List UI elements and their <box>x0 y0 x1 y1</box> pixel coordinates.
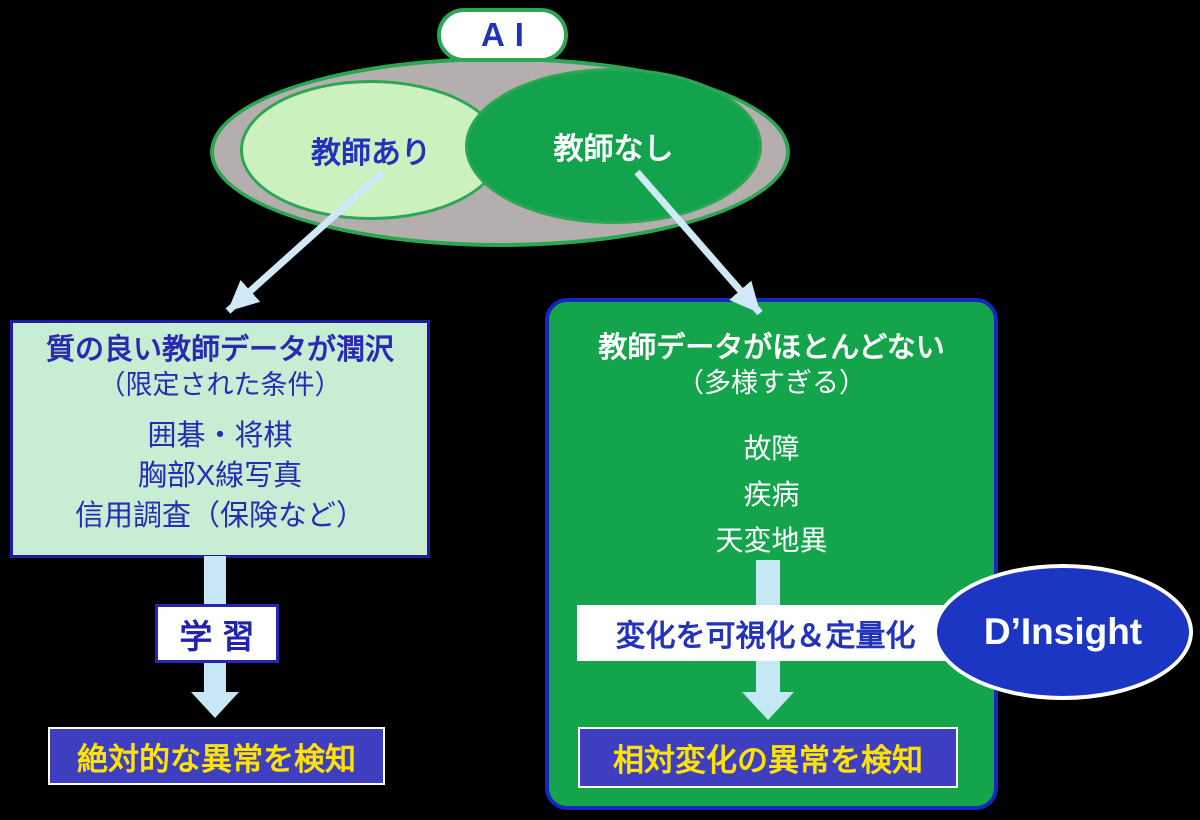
supervised-result-label: 絶対的な異常を検知 <box>77 741 356 777</box>
learning-arrow-head-icon <box>191 692 239 718</box>
learning-process-label: 学 習 <box>179 617 255 655</box>
learning-process-box: 学 習 <box>155 604 279 663</box>
dinsight-product-ellipse: D’Insight <box>933 564 1193 700</box>
quantify-process-label: 変化を可視化＆定量化 <box>615 620 916 653</box>
supervised-example-item: 胸部X線写真 <box>137 460 303 492</box>
unsupervised-panel-subtitle: （多様すぎる） <box>677 368 866 398</box>
quantify-process-box: 変化を可視化＆定量化 <box>577 605 954 661</box>
unsupervised-example-item: 天変地異 <box>715 525 828 556</box>
unsupervised-panel-examples: 故障 疾病 天変地異 <box>549 426 994 564</box>
unsupervised-example-item: 疾病 <box>743 479 800 510</box>
quantify-arrow-head-icon <box>742 692 794 720</box>
unsupervised-ellipse-label: 教師なし <box>553 133 674 166</box>
supervised-ellipse: 教師あり <box>240 80 502 220</box>
supervised-result-box: 絶対的な異常を検知 <box>48 727 385 785</box>
ai-title-label: AI <box>481 16 534 53</box>
supervised-panel-title: 質の良い教師データが潤沢 <box>45 334 394 366</box>
unsupervised-panel: 教師データがほとんどない （多様すぎる） 故障 疾病 天変地異 <box>545 298 998 810</box>
supervised-example-item: 信用調査（保険など） <box>74 500 365 532</box>
supervised-panel-subtitle: （限定された条件） <box>98 370 342 400</box>
supervised-panel-examples: 囲碁・将棋 胸部X線写真 信用調査（保険など） <box>13 416 427 536</box>
unsupervised-panel-title: 教師データがほとんどない <box>598 332 945 364</box>
unsupervised-result-label: 相対変化の異常を検知 <box>613 743 923 778</box>
unsupervised-result-box: 相対変化の異常を検知 <box>578 727 958 788</box>
ai-title-pill: AI <box>437 8 568 62</box>
supervised-ellipse-label: 教師あり <box>311 137 431 170</box>
dinsight-product-label: D’Insight <box>983 611 1143 652</box>
supervised-example-item: 囲碁・将棋 <box>147 420 293 452</box>
unsupervised-example-item: 故障 <box>743 433 800 464</box>
unsupervised-ellipse: 教師なし <box>465 68 762 224</box>
supervised-panel: 質の良い教師データが潤沢 （限定された条件） 囲碁・将棋 胸部X線写真 信用調査… <box>10 320 430 558</box>
